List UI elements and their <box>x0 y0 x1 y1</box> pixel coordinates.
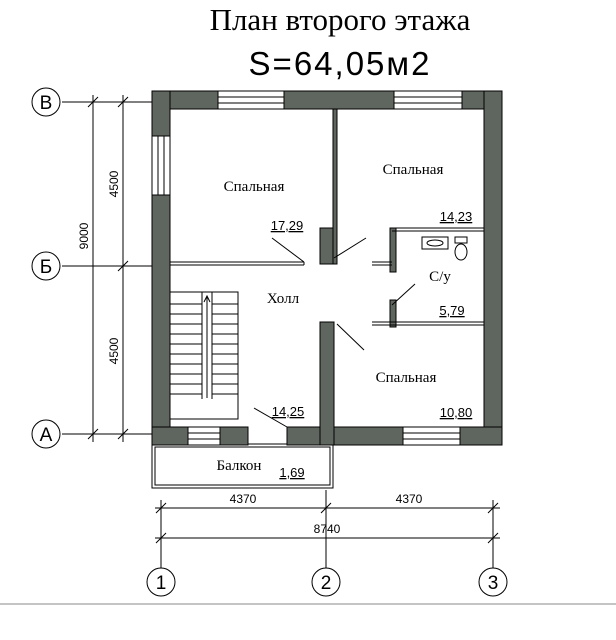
plan-title: План второго этажа <box>210 2 471 37</box>
svg-text:3: 3 <box>488 573 499 594</box>
dim-horizontal-total: 8740 <box>314 522 341 536</box>
horizontal-dimensions <box>155 502 500 544</box>
interior-walls <box>319 108 397 446</box>
plan-area: S=64,05м2 <box>249 45 432 82</box>
room-area-hall: 14,25 <box>272 404 305 419</box>
room-area-balcony: 1,69 <box>279 465 304 480</box>
toilet <box>454 236 468 261</box>
room-area-bedroom-1: 17,29 <box>271 218 304 233</box>
balcony <box>151 443 334 489</box>
room-label-bedroom-1: Спальная <box>224 179 285 195</box>
svg-text:В: В <box>40 93 53 114</box>
axis-marker-col-1: 1 <box>146 567 176 597</box>
axis-marker-row-a: А <box>31 419 61 449</box>
room-area-bedroom-2: 14,23 <box>440 209 473 224</box>
room-label-balcony: Балкон <box>217 458 262 474</box>
dim-vertical-total: 9000 <box>77 222 91 249</box>
room-label-bedroom-3: Спальная <box>376 370 437 386</box>
axis-marker-col-2: 2 <box>311 567 341 597</box>
sink <box>421 236 449 250</box>
dim-horizontal-right: 4370 <box>396 492 423 506</box>
dim-vertical-lower: 4500 <box>107 337 121 364</box>
axis-marker-row-b: Б <box>31 251 61 281</box>
axis-marker-row-v: В <box>31 87 61 117</box>
dim-horizontal-left: 4370 <box>230 492 257 506</box>
room-area-bedroom-3: 10,80 <box>440 405 473 420</box>
room-label-bedroom-2: Спальная <box>383 162 444 178</box>
room-label-wc: С/у <box>429 269 451 285</box>
svg-text:1: 1 <box>156 573 167 594</box>
dim-vertical-upper: 4500 <box>107 170 121 197</box>
staircase <box>169 291 239 420</box>
svg-text:А: А <box>40 425 53 446</box>
doors <box>253 237 416 428</box>
windows <box>151 90 463 446</box>
axis-lines <box>62 101 494 568</box>
room-area-wc: 5,79 <box>439 303 464 318</box>
vertical-dimensions <box>87 95 129 442</box>
svg-text:2: 2 <box>321 573 332 594</box>
svg-text:Б: Б <box>40 257 52 278</box>
room-label-hall: Холл <box>267 291 300 307</box>
axis-marker-col-3: 3 <box>478 567 508 597</box>
partitions <box>170 109 484 326</box>
